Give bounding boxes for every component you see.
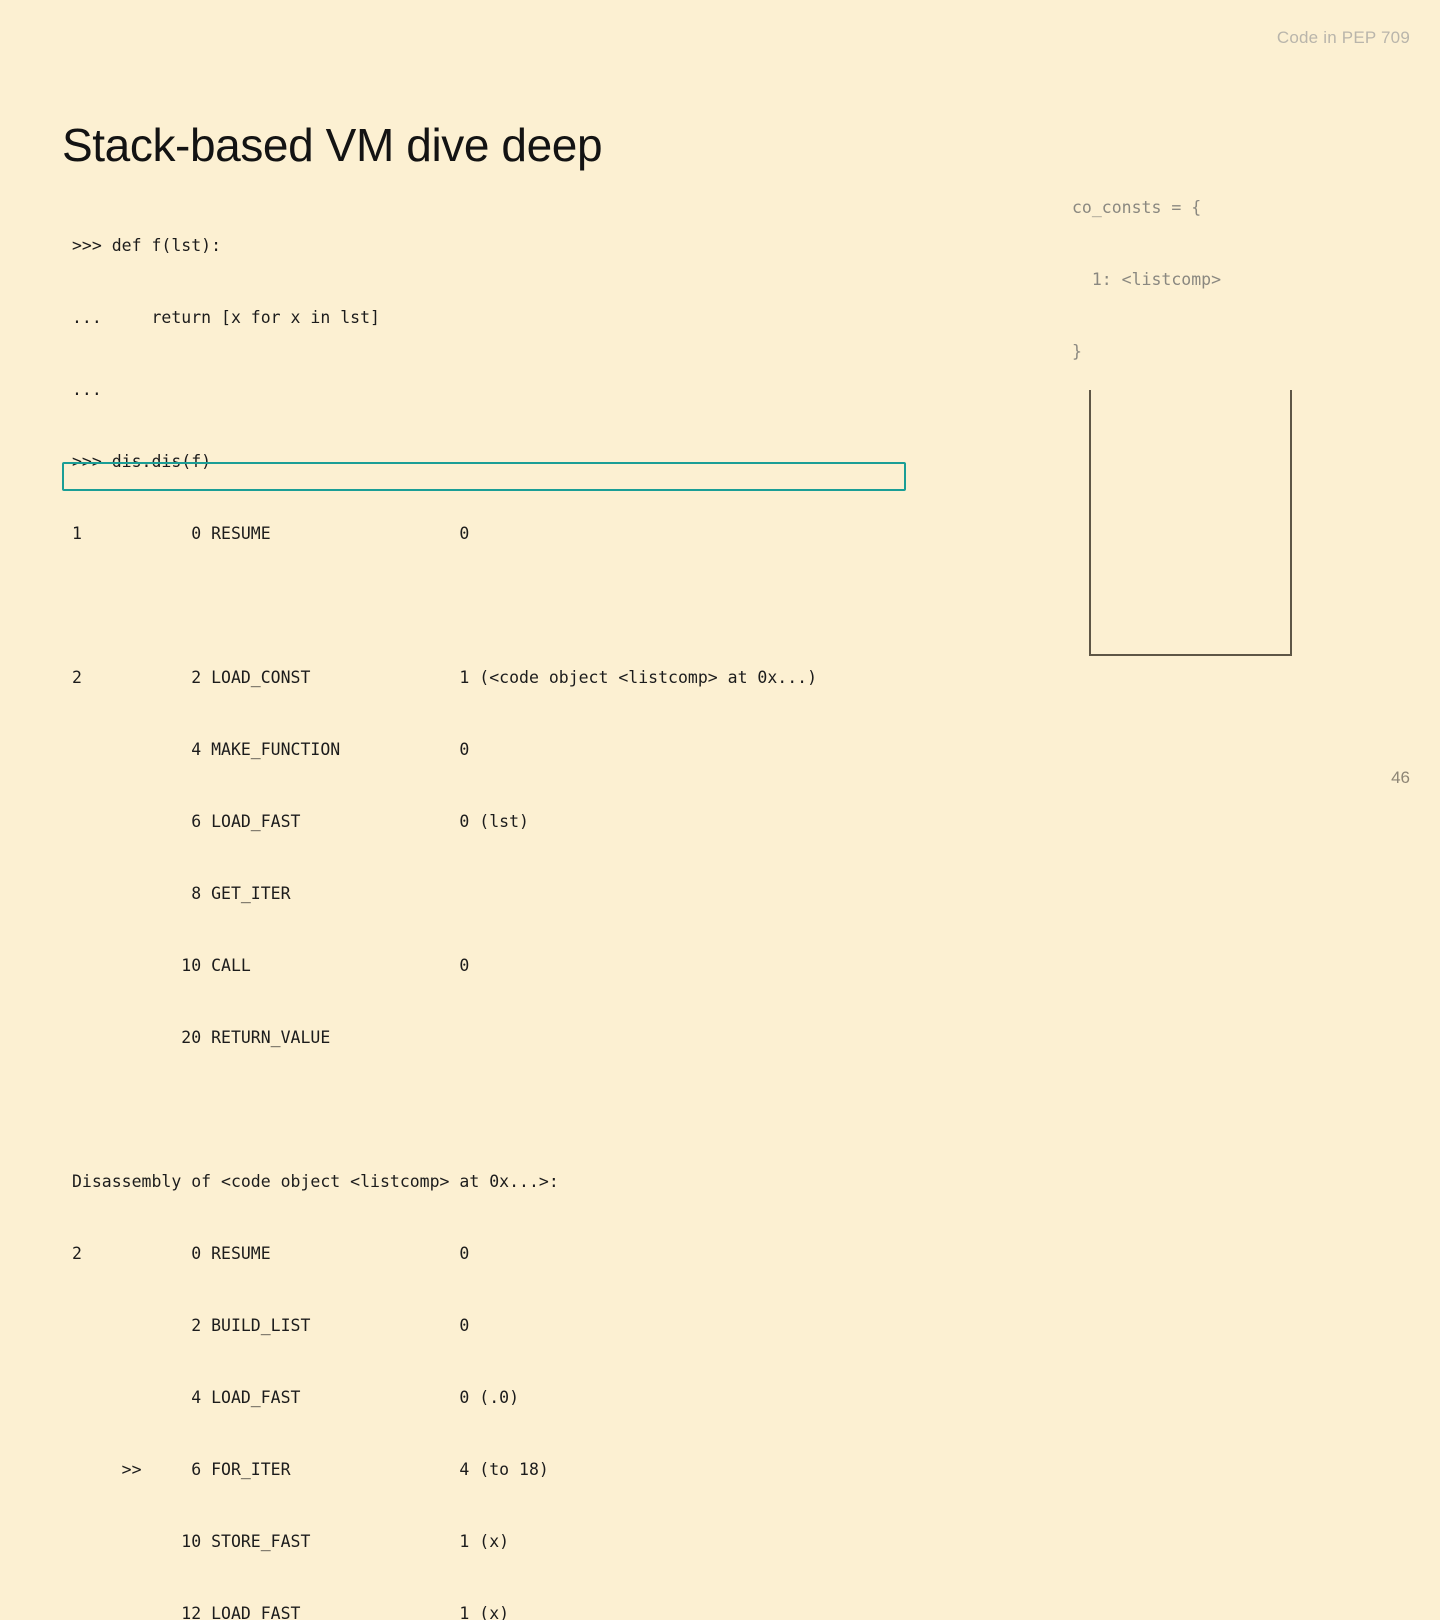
code-line: 12 LOAD_FAST 1 (x) — [72, 1604, 510, 1620]
code-console: >>> def f(lst): ... return [x for x in l… — [72, 186, 817, 1620]
code-line: >> 6 FOR_ITER 4 (to 18) — [72, 1460, 549, 1479]
code-line-blank — [72, 1098, 817, 1122]
code-line: 4 MAKE_FUNCTION 0 — [72, 740, 470, 759]
code-line: 2 0 RESUME 0 — [72, 1244, 470, 1263]
code-line-highlighted: 20 RETURN_VALUE — [72, 1028, 331, 1047]
page-title: Stack-based VM dive deep — [62, 118, 603, 171]
code-line-blank — [72, 594, 817, 618]
co-consts-line: co_consts = { — [1072, 198, 1202, 217]
co-consts-line: } — [1072, 342, 1082, 361]
code-line: ... — [72, 380, 102, 399]
code-line: 10 CALL 0 — [72, 956, 470, 975]
code-line: >>> dis.dis(f) — [72, 452, 212, 471]
code-line: 1 0 RESUME 0 — [72, 524, 470, 543]
code-line: 2 BUILD_LIST 0 — [72, 1316, 470, 1335]
code-line: 6 LOAD_FAST 0 (lst) — [72, 812, 529, 831]
code-line: >>> def f(lst): — [72, 236, 222, 255]
code-line: ... return [x for x in lst] — [72, 308, 380, 327]
slide-eyebrow: Code in PEP 709 — [1276, 28, 1410, 47]
code-line: 2 2 LOAD_CONST 1 (<code object <listcomp… — [72, 668, 818, 687]
code-line: 10 STORE_FAST 1 (x) — [72, 1532, 510, 1551]
co-consts-line: 1: <listcomp> — [1072, 270, 1222, 289]
code-line: Disassembly of <code object <listcomp> a… — [72, 1172, 559, 1191]
vm-stack-container — [1089, 390, 1292, 656]
code-line: 8 GET_ITER — [72, 884, 291, 903]
code-line: 4 LOAD_FAST 0 (.0) — [72, 1388, 520, 1407]
page-number: 46 — [1391, 768, 1410, 787]
co-consts-panel: co_consts = { 1: <listcomp> } — [1072, 148, 1221, 412]
slide: Code in PEP 709 Stack-based VM dive deep… — [62, 28, 1410, 1620]
